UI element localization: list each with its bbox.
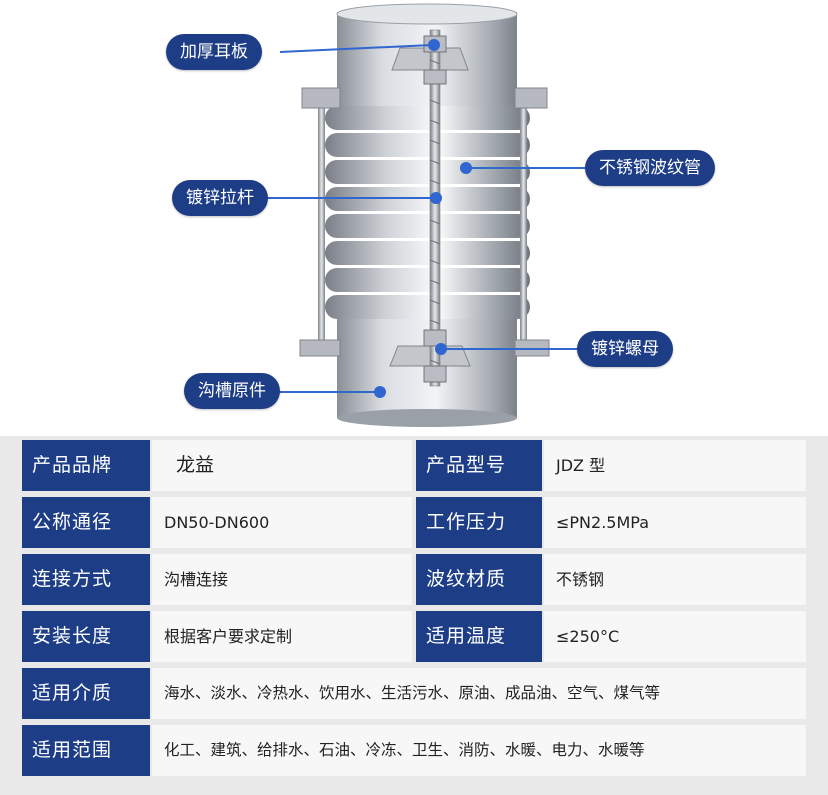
bellows-material-value: 不锈钢 [544,554,806,605]
install-length-label: 安装长度 [22,611,150,662]
table-row: 适用介质 海水、淡水、冷热水、饮用水、生活污水、原油、成品油、空气、煤气等 [0,668,828,719]
callout-galvanized-nut: 镀锌螺母 [577,331,673,367]
spec-table: 产品品牌 龙益 产品型号 JDZ 型 公称通径 DN50-DN600 工作压力 … [0,436,828,795]
brand-value: 龙益 [152,440,412,491]
table-row: 公称通径 DN50-DN600 工作压力 ≤PN2.5MPa [0,497,828,548]
pressure-value: ≤PN2.5MPa [544,497,806,548]
medium-value: 海水、淡水、冷热水、饮用水、生活污水、原油、成品油、空气、煤气等 [152,668,806,719]
callout-galvanized-rod: 镀锌拉杆 [172,180,268,216]
table-row: 安装长度 根据客户要求定制 适用温度 ≤250°C [0,611,828,662]
callout-leaders [260,44,585,393]
connection-label: 连接方式 [22,554,150,605]
bellows-joint-illustration [260,3,585,427]
diameter-label: 公称通径 [22,497,150,548]
install-length-value: 根据客户要求定制 [152,611,412,662]
callout-thick-lug: 加厚耳板 [166,34,262,70]
table-row: 产品品牌 龙益 产品型号 JDZ 型 [0,440,828,491]
bellows-ribs [325,106,530,319]
scope-value: 化工、建筑、给排水、石油、冷冻、卫生、消防、水暖、电力、水暖等 [152,725,806,776]
scope-label: 适用范围 [22,725,150,776]
medium-label: 适用介质 [22,668,150,719]
brand-label: 产品品牌 [22,440,150,491]
pressure-label: 工作压力 [416,497,542,548]
central-rod [429,29,441,387]
callout-groove-fitting: 沟槽原件 [184,373,280,409]
connection-value: 沟槽连接 [152,554,412,605]
product-diagram: 加厚耳板 镀锌拉杆 沟槽原件 不锈钢波纹管 镀锌螺母 [166,3,715,427]
diameter-value: DN50-DN600 [152,497,412,548]
temperature-label: 适用温度 [416,611,542,662]
temperature-value: ≤250°C [544,611,806,662]
callout-stainless-bellows: 不锈钢波纹管 [585,150,715,186]
model-label: 产品型号 [416,440,542,491]
bellows-material-label: 波纹材质 [416,554,542,605]
table-row: 适用范围 化工、建筑、给排水、石油、冷冻、卫生、消防、水暖、电力、水暖等 [0,725,828,776]
table-row: 连接方式 沟槽连接 波纹材质 不锈钢 [0,554,828,605]
model-value: JDZ 型 [544,440,806,491]
